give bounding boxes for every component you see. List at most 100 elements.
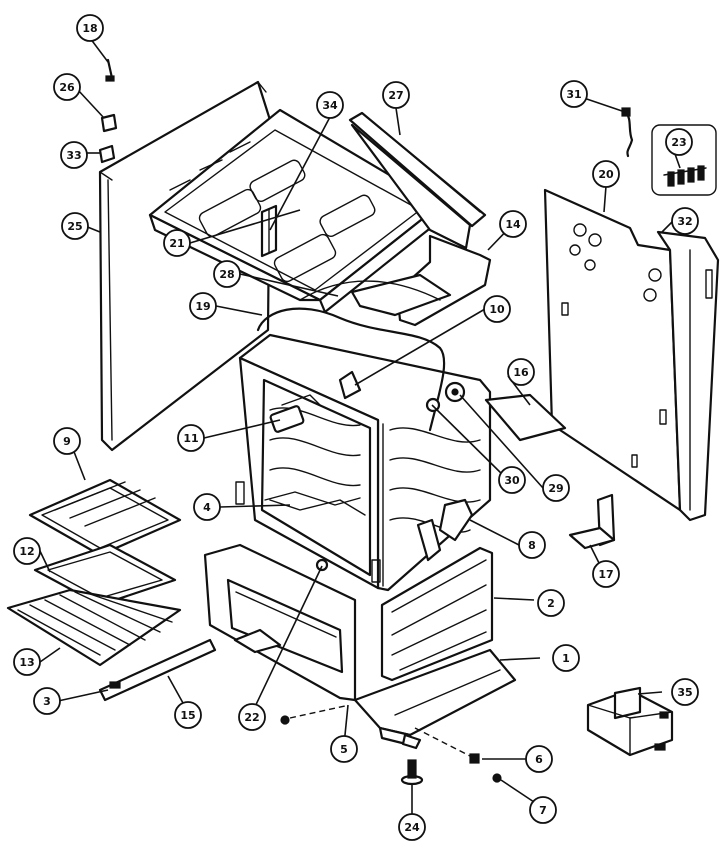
svg-text:7: 7 — [539, 804, 547, 817]
part-rear-panel-32 — [656, 230, 720, 522]
part-right-side-panel — [543, 188, 682, 512]
part-tube-19 — [256, 307, 446, 432]
svg-text:27: 27 — [388, 89, 403, 102]
callout-1: 1 — [552, 644, 580, 672]
callout-27: 27 — [382, 81, 410, 109]
part-bracket-10 — [338, 370, 362, 400]
svg-text:5: 5 — [340, 743, 348, 756]
svg-text:15: 15 — [180, 709, 195, 722]
part-front-screw — [280, 715, 290, 725]
callout-3: 3 — [33, 687, 61, 715]
svg-text:19: 19 — [195, 300, 210, 313]
callout-18: 18 — [76, 14, 104, 42]
callout-24: 24 — [398, 813, 426, 841]
svg-text:22: 22 — [244, 711, 259, 724]
callout-14: 14 — [499, 210, 527, 238]
svg-text:34: 34 — [322, 99, 338, 112]
callout-15: 15 — [174, 701, 202, 729]
callout-30: 30 — [498, 466, 526, 494]
svg-text:28: 28 — [219, 268, 234, 281]
callout-22: 22 — [238, 703, 266, 731]
svg-text:14: 14 — [505, 218, 521, 231]
part-bracket-34 — [260, 204, 278, 258]
part-bake-element — [264, 491, 361, 506]
svg-text:31: 31 — [566, 88, 581, 101]
svg-text:6: 6 — [535, 753, 543, 766]
svg-text:13: 13 — [19, 656, 34, 669]
svg-text:2: 2 — [547, 597, 555, 610]
svg-text:17: 17 — [598, 568, 613, 581]
callout-23: 23 — [665, 128, 693, 156]
part-screw-7 — [492, 773, 502, 783]
svg-text:18: 18 — [82, 22, 97, 35]
svg-text:8: 8 — [528, 539, 536, 552]
part-broiler-grid-9 — [28, 478, 182, 557]
svg-text:25: 25 — [67, 220, 82, 233]
part-lower-panel-2 — [380, 546, 494, 682]
part-shield-16 — [484, 393, 567, 442]
part-broil-element — [269, 394, 321, 433]
svg-text:11: 11 — [183, 432, 198, 445]
callout-29: 29 — [542, 474, 570, 502]
part-rear-trim — [348, 111, 487, 250]
callout-25: 25 — [61, 212, 89, 240]
callout-4: 4 — [193, 493, 221, 521]
svg-text:30: 30 — [504, 474, 520, 487]
callout-2: 2 — [537, 589, 565, 617]
svg-text:1: 1 — [562, 652, 570, 665]
svg-text:4: 4 — [203, 501, 211, 514]
callout-33: 33 — [60, 141, 88, 169]
part-screw-18 — [105, 58, 115, 82]
callout-7: 7 — [529, 796, 557, 824]
callout-13: 13 — [13, 648, 41, 676]
svg-text:9: 9 — [63, 435, 71, 448]
svg-text:3: 3 — [43, 695, 51, 708]
svg-text:21: 21 — [169, 237, 184, 250]
part-bracket-17 — [568, 493, 616, 550]
part-nut-6 — [469, 753, 480, 764]
part-valve-8 — [416, 498, 474, 562]
part-terminal-block-23 — [651, 124, 717, 196]
callout-26: 26 — [53, 73, 81, 101]
part-base-1 — [233, 628, 517, 750]
part-oven-cavity — [235, 333, 492, 592]
svg-text:32: 32 — [677, 215, 692, 228]
part-duct-14 — [350, 234, 492, 327]
callout-20: 20 — [592, 160, 620, 188]
callout-6: 6 — [525, 745, 553, 773]
callout-19: 19 — [189, 292, 217, 320]
callout-34: 34 — [316, 91, 344, 119]
part-clip-26 — [100, 113, 118, 133]
svg-text:29: 29 — [548, 482, 563, 495]
callout-35: 35 — [671, 678, 699, 706]
callout-10: 10 — [483, 295, 511, 323]
svg-text:10: 10 — [489, 303, 505, 316]
svg-text:23: 23 — [671, 136, 686, 149]
callout-12: 12 — [13, 537, 41, 565]
svg-text:12: 12 — [19, 545, 34, 558]
callout-11: 11 — [177, 424, 205, 452]
svg-text:26: 26 — [59, 81, 75, 94]
part-rail-15 — [98, 638, 217, 702]
callout-5: 5 — [330, 735, 358, 763]
svg-text:33: 33 — [66, 149, 81, 162]
part-oven-rack-13 — [6, 588, 182, 667]
part-clip-22 — [315, 558, 329, 572]
svg-text:35: 35 — [677, 686, 692, 699]
callout-9: 9 — [53, 427, 81, 455]
leader-lines — [39, 37, 681, 823]
svg-text:24: 24 — [404, 821, 420, 834]
part-ignitor-29 — [444, 381, 466, 403]
part-front-lower-panel — [203, 543, 357, 702]
callout-28: 28 — [213, 260, 241, 288]
part-wire-31 — [621, 107, 634, 158]
callout-32: 32 — [671, 207, 699, 235]
svg-text:20: 20 — [598, 168, 614, 181]
part-clip-33 — [98, 144, 116, 164]
part-control-box-35 — [586, 686, 674, 757]
part-leveling-leg-24 — [400, 759, 424, 786]
callout-16: 16 — [507, 358, 535, 386]
callout-17: 17 — [592, 560, 620, 588]
callout-31: 31 — [560, 80, 588, 108]
